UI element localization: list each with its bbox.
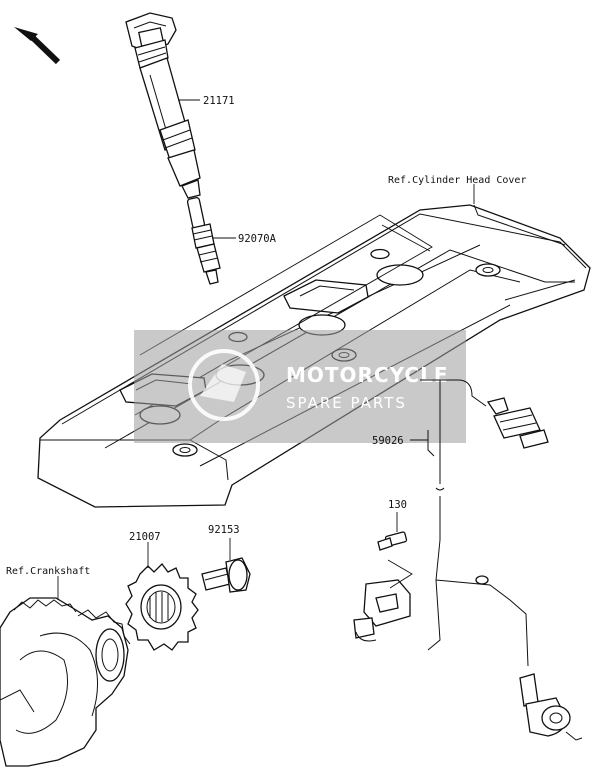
rotor-bolt [201, 557, 251, 593]
timing-rotor [125, 563, 199, 651]
crankshaft [0, 597, 131, 767]
label-sensor-harness: 59026 [372, 435, 404, 447]
label-rotor-bolt: 92153 [208, 524, 240, 536]
bolt-130 [377, 531, 408, 551]
label-spark-plug: 92070A [238, 233, 277, 245]
watermark: MOTORCYCLE SPARE PARTS [134, 330, 466, 443]
ref-cylinder-head-cover: Ref.Cylinder Head Cover [388, 175, 526, 186]
ref-crankshaft: Ref.Crankshaft [6, 566, 90, 577]
label-bolt-130: 130 [388, 499, 407, 511]
label-ignition-coil: 21171 [203, 95, 235, 107]
arrow-up-left-icon [14, 27, 61, 65]
label-timing-rotor: 21007 [129, 531, 161, 543]
watermark-line-2: SPARE PARTS [286, 394, 407, 412]
sensor-bracket [353, 559, 413, 642]
spark-plug [186, 196, 221, 285]
watermark-line-1: MOTORCYCLE [286, 363, 448, 387]
crank-sensor-harness [420, 379, 583, 741]
ignition-coil [125, 12, 201, 199]
